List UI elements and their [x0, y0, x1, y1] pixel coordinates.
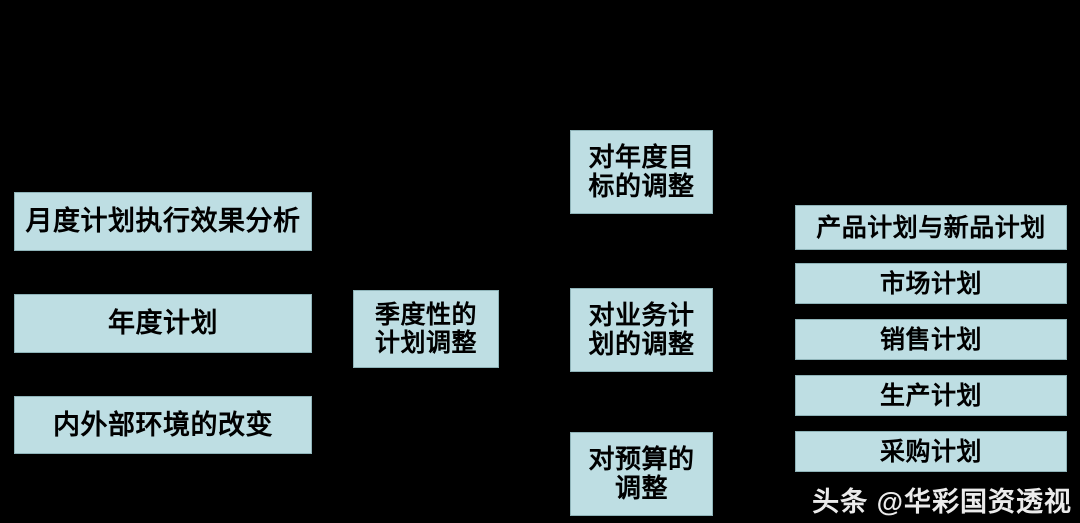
node-environment-change: 内外部环境的改变	[14, 396, 312, 454]
node-production-plan: 生产计划	[795, 375, 1067, 416]
node-quarterly-plan-adjustment: 季度性的 计划调整	[353, 290, 499, 368]
node-adjust-budget: 对预算的 调整	[570, 432, 713, 516]
node-market-plan: 市场计划	[795, 263, 1067, 304]
watermark-text: 头条 @华彩国资透视	[812, 487, 1072, 517]
node-monthly-plan-analysis: 月度计划执行效果分析	[14, 192, 312, 251]
node-adjust-business-plan: 对业务计 划的调整	[570, 288, 713, 372]
node-product-and-new-product-plan: 产品计划与新品计划	[795, 205, 1067, 250]
node-adjust-annual-goal: 对年度目 标的调整	[570, 130, 713, 214]
node-annual-plan: 年度计划	[14, 294, 312, 353]
node-sales-plan: 销售计划	[795, 319, 1067, 360]
node-purchase-plan: 采购计划	[795, 431, 1067, 472]
